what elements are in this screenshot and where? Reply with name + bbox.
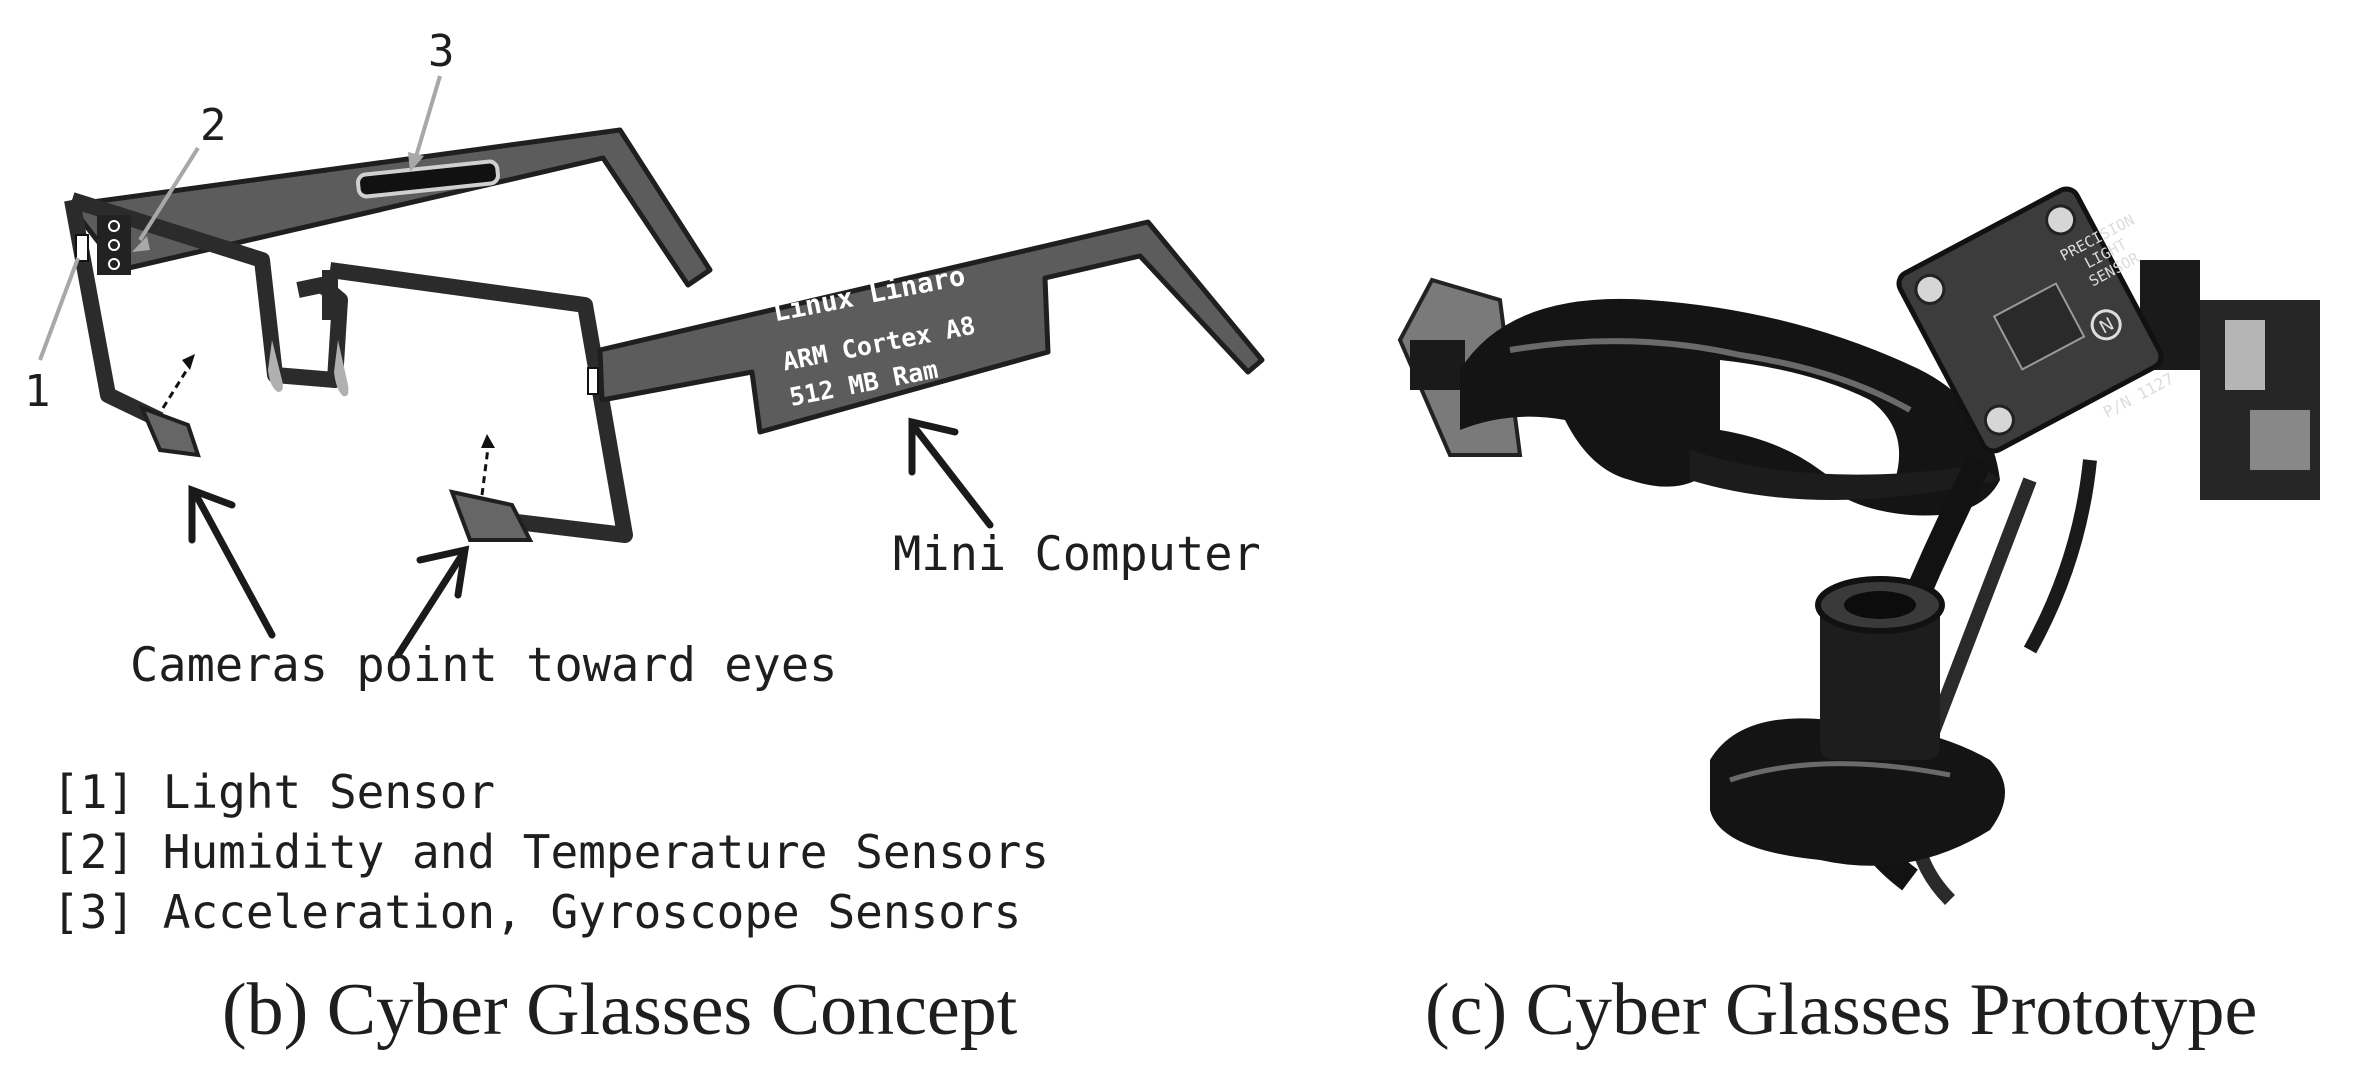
humidity-sensor-module <box>97 215 131 275</box>
imu-sensor-slot <box>356 159 500 199</box>
arrow-to-right-camera <box>394 545 470 659</box>
mini-computer-label: Mini Computer <box>893 527 1261 582</box>
right-lens-frame <box>328 262 633 543</box>
sensor-legend: [1] Light Sensor [2] Humidity and Temper… <box>52 762 1049 942</box>
eye-camera-left <box>138 354 201 458</box>
arrow-to-mini-computer <box>908 417 994 529</box>
glasses-concept-drawing <box>38 75 1265 659</box>
callout-number-2: 2 <box>200 100 227 151</box>
callout-number-1: 1 <box>24 366 51 417</box>
cameras-label: Cameras point toward eyes <box>130 638 838 693</box>
nose-pad-left <box>268 340 283 392</box>
legend-item-light-sensor: [1] Light Sensor <box>52 765 496 819</box>
light-sensor-marker <box>75 234 89 262</box>
caption-concept: (b) Cyber Glasses Concept <box>222 969 1018 1051</box>
caption-prototype: (c) Cyber Glasses Prototype <box>1425 969 2258 1051</box>
legend-item-humidity-temperature: [2] Humidity and Temperature Sensors <box>52 825 1049 879</box>
prototype-photo: N <box>1397 186 2320 905</box>
nose-pad-right <box>334 340 349 397</box>
callout-number-3: 3 <box>428 26 455 77</box>
callout-line-3 <box>413 75 442 161</box>
legend-item-acceleration-gyroscope: [3] Acceleration, Gyroscope Sensors <box>52 885 1022 939</box>
near-temple-arm <box>597 219 1265 435</box>
eye-camera-right <box>448 434 534 542</box>
callout-line-1 <box>38 257 80 361</box>
arrow-to-left-camera <box>188 484 276 639</box>
light-sensor-board: N <box>1896 186 2164 454</box>
far-temple-arm <box>67 127 713 288</box>
callout-line-2 <box>138 146 200 242</box>
